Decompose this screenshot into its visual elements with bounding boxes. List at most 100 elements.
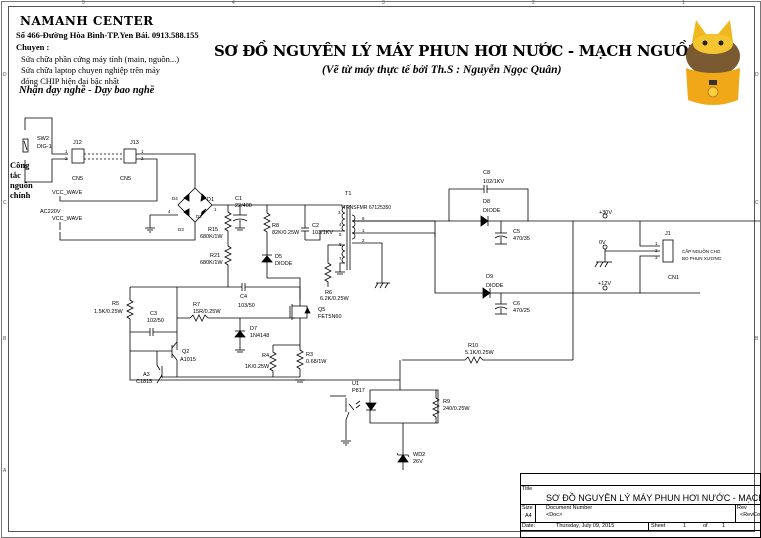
title-block-title-label: Title	[522, 486, 533, 492]
bridge-rectifier	[59, 187, 340, 241]
r7-ref: R7	[193, 302, 200, 308]
resistor-r15-r21	[224, 205, 232, 287]
r15-value: 680K/1W	[200, 234, 223, 240]
transistor-q2	[130, 341, 178, 377]
resistor-r4	[269, 344, 300, 377]
t1-pin5: 5	[339, 232, 342, 237]
t1-pin2: 2	[362, 238, 365, 243]
ground-r3	[295, 379, 305, 383]
out-0v-label: 0V	[599, 240, 606, 246]
c3-ref: C3	[150, 311, 157, 317]
t1-pin4: 4	[339, 222, 342, 227]
r6-value: 6.2K/0.25W	[320, 296, 350, 302]
size-label: Size	[522, 505, 533, 511]
humidifier-eye-right	[718, 40, 724, 46]
size-value: A4	[525, 513, 532, 519]
d9-ref: D9	[486, 274, 493, 280]
wd2-value: 26V	[413, 459, 423, 465]
out-30v-label: +30V	[599, 210, 612, 216]
capacitor-c4	[241, 283, 300, 291]
humidifier-display	[709, 80, 717, 85]
switch-note-line4: chính	[10, 190, 31, 200]
t1-pin3: 3	[338, 210, 341, 215]
j1-value: CN1	[668, 275, 679, 281]
zone-row-a: A	[3, 468, 7, 474]
switch-note-line1: Công	[10, 160, 30, 170]
c3-value: 102/50	[147, 318, 164, 324]
humidifier-knob	[707, 86, 719, 98]
vcc-wave-label-2: VCC_WAVE	[52, 216, 83, 222]
optocoupler-u1	[330, 360, 439, 446]
ground-t1-secondary	[374, 282, 390, 289]
j1-pin1: 1	[655, 241, 658, 246]
j12-pin1: 1	[65, 149, 68, 154]
diode-d8	[449, 215, 760, 227]
sw2-ref: SW2	[37, 136, 49, 142]
connector-j12	[71, 148, 122, 164]
page-title: SƠ ĐỒ NGUYÊN LÝ MÁY PHUN HƠI NƯỚC - MẠCH…	[214, 42, 702, 60]
vcc-wave-label-1: VCC_WAVE	[52, 190, 83, 196]
t1-pin7: 7	[339, 256, 342, 261]
doc-number-value: <Doc>	[546, 512, 563, 518]
resistor-r3	[296, 345, 304, 377]
t1-pin8: 8	[339, 242, 342, 247]
zone-col-3: 3	[382, 0, 385, 6]
title-block-sheet-cell	[648, 522, 761, 531]
zone-row-b: B	[3, 336, 7, 342]
address: Số 466-Đường Hòa Bình-TP.Yen Bái. 0913.5…	[16, 30, 199, 40]
d8-value: DIODE	[483, 208, 501, 214]
c6-ref: C6	[513, 301, 520, 307]
c1-ref: C1	[235, 196, 242, 202]
switch-sw2	[22, 117, 68, 183]
specialty-label: Chuyen :	[16, 42, 50, 52]
doc-number-label: Document Number	[546, 505, 593, 511]
brand-name: NAMANH CENTER	[20, 14, 154, 28]
diode-d9	[482, 287, 491, 299]
service-3: đóng CHIP hiện đại bậc nhất	[21, 76, 120, 86]
diode-d7	[234, 318, 246, 353]
resistor-r5	[126, 287, 400, 381]
sw2-value: DIG-1	[37, 144, 52, 150]
c5-value: 470/35	[513, 236, 530, 242]
c8-ref: C8	[483, 170, 490, 176]
q5-ref: Q5	[318, 307, 325, 313]
c2-value: 103/1KV	[312, 230, 333, 236]
c1-value: 22/400	[235, 203, 252, 209]
zone-col-5: 5	[82, 0, 85, 6]
t1-value: TRNSFMR 67125350	[343, 205, 391, 211]
resistor-r7	[177, 314, 295, 322]
r5-ref: R5	[112, 301, 119, 307]
sheet-of-label: of	[703, 523, 708, 529]
r21-value: 680K/1W	[200, 260, 223, 266]
zener-wd2	[396, 423, 410, 470]
d9-value: DIODE	[486, 283, 504, 289]
zone-col-1: 1	[682, 0, 685, 6]
sheet-label: Sheet	[651, 523, 666, 529]
transistor-a3	[156, 351, 300, 384]
r7-value: 15R/0.25W	[193, 309, 221, 315]
d5-ref: D5	[275, 254, 282, 260]
capacitor-c3	[130, 328, 177, 336]
c8-value: 102/1KV	[483, 179, 504, 185]
out-12v-label: +12V	[598, 281, 611, 287]
r5-value: 1.5K/0.25W	[94, 309, 124, 315]
title-block-title: SƠ ĐỒ NGUYÊN LÝ MÁY PHUN HƠI NƯỚC - MẠCH…	[546, 493, 761, 503]
resistor-r10	[402, 356, 573, 364]
d7-ref: D7	[250, 326, 257, 332]
zone-col-2: 2	[532, 0, 535, 6]
d7-value: 1N4148	[250, 333, 269, 339]
humidifier-product-image	[686, 20, 740, 105]
resistor-r6	[324, 255, 332, 287]
zone-row-c-right: C	[755, 200, 759, 206]
d3-label: D3	[178, 227, 184, 232]
t1-ref: T1	[345, 191, 351, 197]
zone-row-d-right: D	[755, 72, 759, 78]
zone-col-4: 4	[232, 0, 235, 6]
c4-value: 103/50	[238, 303, 255, 309]
capacitor-c2	[301, 205, 309, 240]
d4-label: D4	[172, 196, 178, 201]
j1-note-line1: CẤP NGUỒN CHO	[682, 248, 721, 254]
r3-ref: R3	[306, 352, 313, 358]
humidifier-eye-left	[702, 40, 708, 46]
